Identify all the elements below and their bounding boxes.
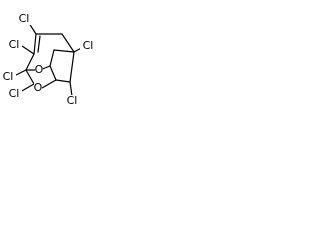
label-cl-bottom-left: Cl xyxy=(9,87,20,100)
bond-c2-c3 xyxy=(25,53,35,71)
label-o-upper: O xyxy=(35,63,44,76)
bond-center-up xyxy=(49,49,55,67)
label-cl-top: Cl xyxy=(19,12,30,25)
label-cl-right: Cl xyxy=(83,39,94,52)
bond-o-lower-c xyxy=(41,79,57,89)
structure-drawing: Cl Cl Cl Cl O O Cl Cl xyxy=(0,12,96,107)
molecule-diagram: Cl Cl Cl Cl O O Cl Cl xyxy=(0,0,101,116)
bond-center-down xyxy=(49,65,57,81)
bond-cl-bottom-right xyxy=(69,81,73,97)
atom-labels: Cl Cl Cl Cl O O Cl Cl xyxy=(0,12,96,107)
label-o-lower: O xyxy=(34,81,43,94)
bond-cl-mid-left xyxy=(21,45,35,55)
label-cl-bottom-right: Cl xyxy=(67,94,78,107)
bond-c-bottom xyxy=(55,79,71,83)
bond-cl-bottom-left xyxy=(19,83,35,93)
label-cl-lower-left: Cl xyxy=(3,70,14,83)
label-cl-mid-left: Cl xyxy=(9,38,20,51)
bonds xyxy=(13,19,86,97)
bond-upper-bridge xyxy=(53,49,75,53)
bond-bridge-right-down xyxy=(69,51,75,83)
bond-c3-o-lower xyxy=(25,69,35,85)
bond-c1-c2 xyxy=(33,33,37,55)
bond-c1-c2-double xyxy=(37,35,41,53)
bond-ch2-bridge-right xyxy=(61,33,75,53)
